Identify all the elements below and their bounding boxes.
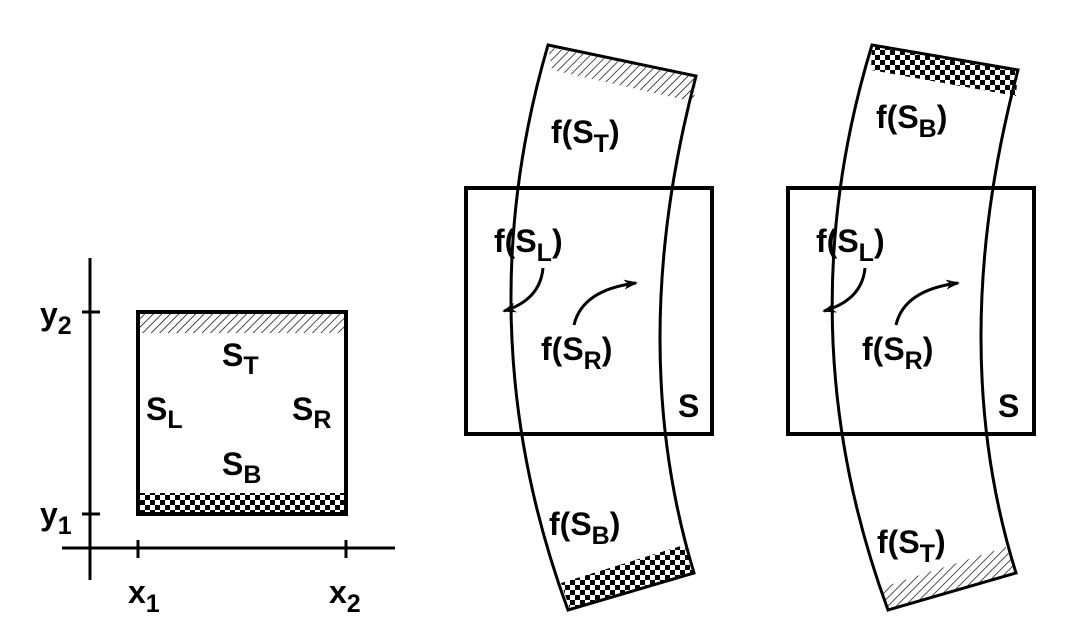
s-label-right: S — [998, 388, 1019, 424]
x1-label: x1 — [128, 574, 160, 618]
y2-label: y2 — [40, 296, 72, 340]
image-band-right — [830, 43, 1020, 612]
f-left-arrow-right — [822, 267, 867, 313]
f-left-arrow — [502, 267, 545, 313]
square-s-middle — [464, 186, 714, 436]
f-right-arrow — [572, 279, 638, 326]
f-top-checker — [871, 46, 1018, 96]
s-bottom-label: SB — [222, 446, 261, 489]
y1-label: y1 — [40, 496, 72, 540]
left-panel: y2 y1 x1 x2 ST SL SR SB — [40, 258, 395, 618]
f-top-label-right: f(SB) — [876, 99, 947, 143]
f-bottom-checker — [561, 545, 694, 609]
right-panel: f(SB) f(SL) f(SR) S f(ST) — [786, 43, 1036, 612]
f-top-hatch — [548, 47, 696, 102]
s-top-label: ST — [222, 337, 259, 380]
f-left-label: f(SL) — [494, 223, 563, 267]
f-bottom-label: f(SB) — [549, 506, 620, 550]
middle-panel: f(ST) f(SL) f(SR) S f(SB) — [464, 43, 714, 612]
x2-label: x2 — [329, 574, 361, 618]
f-right-label-right: f(SR) — [862, 331, 933, 375]
top-edge-hatch — [139, 313, 345, 333]
f-top-label: f(ST) — [551, 114, 620, 158]
f-left-label-right: f(SL) — [816, 223, 885, 267]
f-bottom-hatch — [880, 547, 1016, 610]
s-left-label: SL — [146, 391, 183, 434]
f-right-arrow-right — [894, 279, 960, 326]
square-s-right — [786, 186, 1036, 436]
f-right-label: f(SR) — [541, 331, 612, 375]
s-label-middle: S — [678, 388, 699, 424]
square-s — [136, 310, 348, 516]
f-bottom-label-right: f(ST) — [877, 524, 946, 568]
bottom-edge-checker — [139, 493, 345, 513]
s-right-label: SR — [292, 391, 331, 434]
image-band — [509, 43, 698, 612]
